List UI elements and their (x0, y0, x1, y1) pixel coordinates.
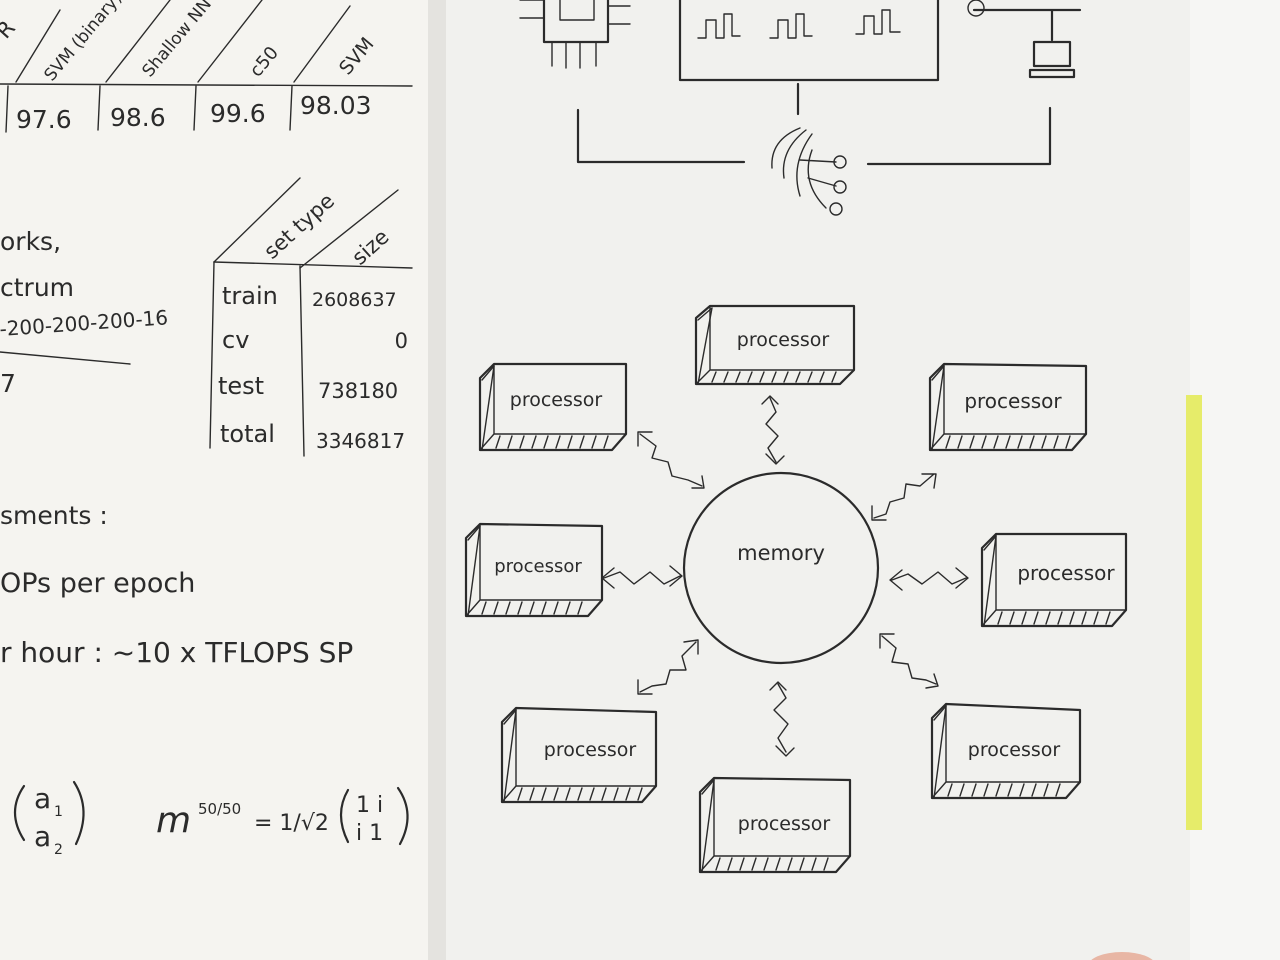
link-arrow-left (601, 565, 683, 589)
processor-box-left: processor (464, 522, 604, 618)
processor-box-top-right: processor (928, 362, 1088, 452)
set-row-size-total: 3346817 (316, 429, 405, 453)
note-line-1: orks, (0, 227, 61, 256)
sticky-note (1186, 395, 1202, 830)
set-row-type-total: total (220, 420, 275, 448)
link-arrow-bottom-right (879, 633, 939, 689)
set-row-type-test: test (218, 372, 264, 400)
memory-label: memory (737, 541, 825, 565)
finger-tip (1091, 952, 1153, 960)
processor-label-top-right: processor (964, 389, 1062, 413)
processor-label-bottom-right: processor (968, 739, 1061, 761)
fiber-node-2 (833, 180, 847, 194)
memory-links (601, 395, 969, 757)
processor-label-bottom: processor (738, 813, 831, 835)
shared-memory-diagram: memory processor processor processor pro… (464, 304, 1128, 874)
left-matrix-a2-sub: 2 (54, 842, 63, 858)
note-underline (0, 351, 131, 365)
matrix-formulas: a 1 a 2 m 50/50 = 1/√2 1 i i 1 (13, 780, 409, 858)
note-line-6: OPs per epoch (0, 568, 195, 599)
page-gutter-shadow (428, 0, 446, 960)
computer-monitor-icon (1032, 40, 1072, 68)
set-row-size-test: 738180 (318, 379, 398, 403)
left-matrix-a1: a (34, 782, 51, 815)
link-arrow-top-left (637, 431, 705, 489)
fiber-node-3 (829, 202, 843, 216)
processor-box-top-left: processor (478, 362, 628, 452)
accuracy-value-1: 97.6 (16, 105, 72, 134)
right-matrix-bracket-open (339, 788, 350, 844)
link-arrow-right (889, 567, 969, 591)
rack-node (967, 0, 985, 17)
formula-m: m (156, 800, 191, 841)
processor-box-bottom-left: processor (500, 706, 658, 804)
chip-core (559, 0, 595, 21)
link-arrow-bottom (769, 681, 795, 757)
gpu-signal-2 (769, 13, 813, 39)
left-matrix-bracket-open (13, 784, 26, 842)
right-matrix-row-2: i 1 (356, 821, 383, 846)
processor-label-top-left: processor (510, 389, 603, 411)
accuracy-value-4: 98.03 (300, 91, 372, 120)
right-page-edge (1190, 0, 1280, 960)
note-line-7: r hour : ~10 x TFLOPS SP (0, 636, 353, 669)
processor-label-right: processor (1017, 561, 1115, 585)
formula-equals: = 1/√2 (254, 811, 329, 836)
network-connector-lines (576, 82, 1052, 166)
processor-label-top: processor (737, 329, 830, 351)
note-line-5: sments : (0, 501, 108, 530)
processor-box-right: processor (980, 532, 1128, 628)
accuracy-value-3: 99.6 (210, 99, 266, 128)
top-hardware-sketch (519, 0, 1082, 216)
processor-label-left: processor (494, 556, 582, 577)
note-line-2: ctrum (0, 273, 74, 302)
left-page (0, 0, 440, 960)
left-matrix-a2: a (34, 820, 51, 853)
left-matrix-a1-sub: 1 (54, 804, 63, 820)
set-row-type-cv: cv (222, 326, 249, 354)
link-arrow-top-right (871, 473, 937, 521)
processor-box-bottom-right: processor (930, 702, 1082, 800)
gpu-signal-1 (697, 13, 741, 39)
right-matrix-row-1: 1 i (356, 793, 383, 818)
box-hatching (467, 307, 1111, 873)
chip-icon (542, 0, 610, 44)
set-row-type-train: train (222, 282, 278, 310)
gpu-signal-3 (855, 9, 901, 35)
set-row-size-train: 2608637 (312, 289, 397, 311)
right-matrix-bracket-close (396, 786, 409, 846)
processor-box-bottom: processor (698, 776, 852, 874)
set-row-size-cv: 0 (395, 329, 408, 353)
fiber-node-1 (833, 155, 847, 169)
fiber-cable-icon (771, 127, 837, 209)
computer-base (1028, 68, 1076, 79)
formula-50-50: 50/50 (198, 800, 241, 818)
computer-rack (972, 8, 1082, 42)
processor-label-bottom-left: processor (544, 739, 637, 761)
link-arrow-bottom-left (637, 639, 699, 695)
accuracy-value-2: 98.6 (110, 103, 166, 132)
left-matrix-bracket-close (72, 780, 85, 846)
link-arrow-top (761, 395, 785, 465)
gpu-board (678, 0, 940, 82)
note-line-4: 7 (0, 369, 16, 398)
memory-node (682, 471, 880, 665)
